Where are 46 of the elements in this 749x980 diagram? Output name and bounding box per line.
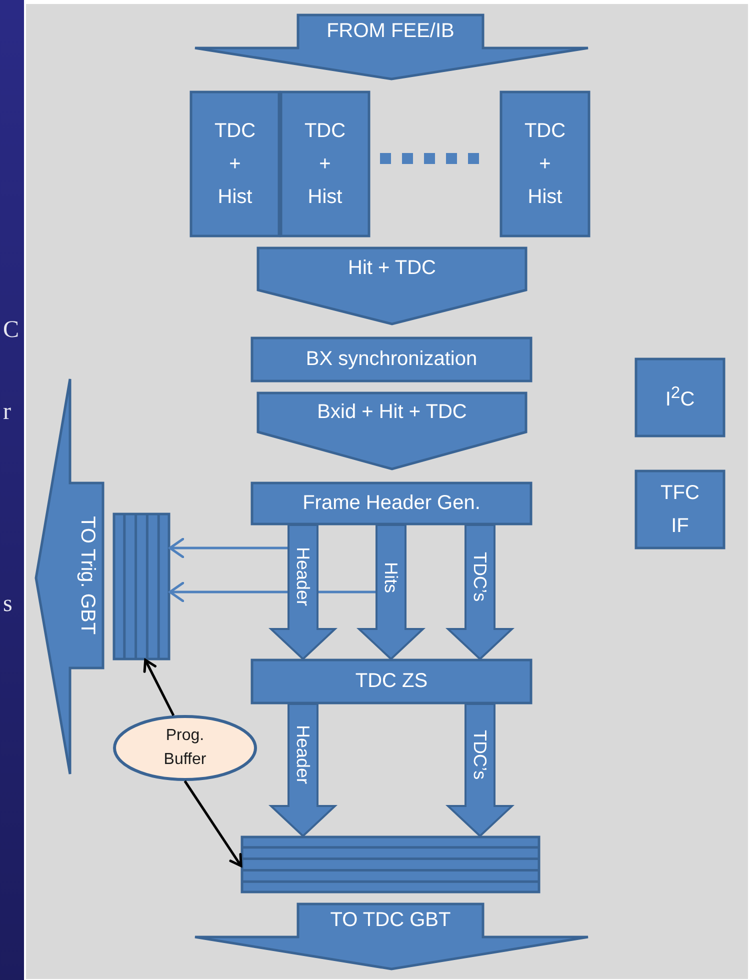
arrow — [184, 780, 242, 868]
node-label: TFC IF — [660, 480, 700, 538]
process-box — [635, 470, 725, 549]
edge-label: Header — [294, 725, 312, 785]
process-box — [251, 659, 532, 704]
process-box — [635, 358, 725, 437]
node-label: TDC ZS — [355, 669, 428, 694]
node-label: I$^{2}$C — [665, 382, 695, 412]
buffer-block — [241, 836, 540, 893]
edge-label: TDC’s — [471, 730, 489, 780]
node-label: TDC + Hist — [304, 118, 346, 210]
node-label: Hit + TDC — [348, 256, 436, 281]
block-arrow — [445, 524, 515, 660]
text-fragment: r — [3, 400, 11, 424]
process-box — [190, 91, 280, 237]
process-box — [251, 337, 532, 382]
node-label: TO Trig. GBT — [76, 516, 100, 635]
node-label: TDC + Hist — [524, 118, 566, 210]
node-label: BX synchronization — [306, 347, 478, 372]
block-arrow — [268, 524, 338, 660]
pentagon-panel — [257, 247, 527, 325]
buffer-block — [113, 513, 170, 660]
arrow — [168, 538, 289, 558]
node-label: FROM FEE/IB — [326, 18, 454, 44]
text-fragment: C — [3, 318, 20, 342]
edge-label: Header — [294, 547, 312, 607]
arrow — [143, 658, 175, 716]
block-arrow — [268, 703, 338, 838]
node-label: Prog. Buffer — [164, 726, 206, 770]
ellipse-node — [113, 715, 257, 781]
block-arrow — [195, 14, 588, 80]
block-arrow — [35, 378, 104, 775]
edge-label: TDC’s — [471, 552, 489, 602]
node-label: Frame Header Gen. — [302, 491, 480, 516]
process-box — [251, 482, 532, 525]
node-label: TO TDC GBT — [330, 908, 451, 932]
node-label: Bxid + Hit + TDC — [317, 400, 467, 424]
process-box — [280, 91, 370, 237]
pentagon-panel — [257, 392, 527, 470]
process-box — [500, 91, 590, 237]
edge-label: Hits — [382, 562, 400, 592]
text-fragment: s — [3, 592, 12, 616]
block-arrow — [445, 703, 515, 838]
block-arrow — [195, 903, 588, 970]
block-arrow — [356, 524, 426, 660]
node-label: TDC + Hist — [214, 118, 256, 210]
